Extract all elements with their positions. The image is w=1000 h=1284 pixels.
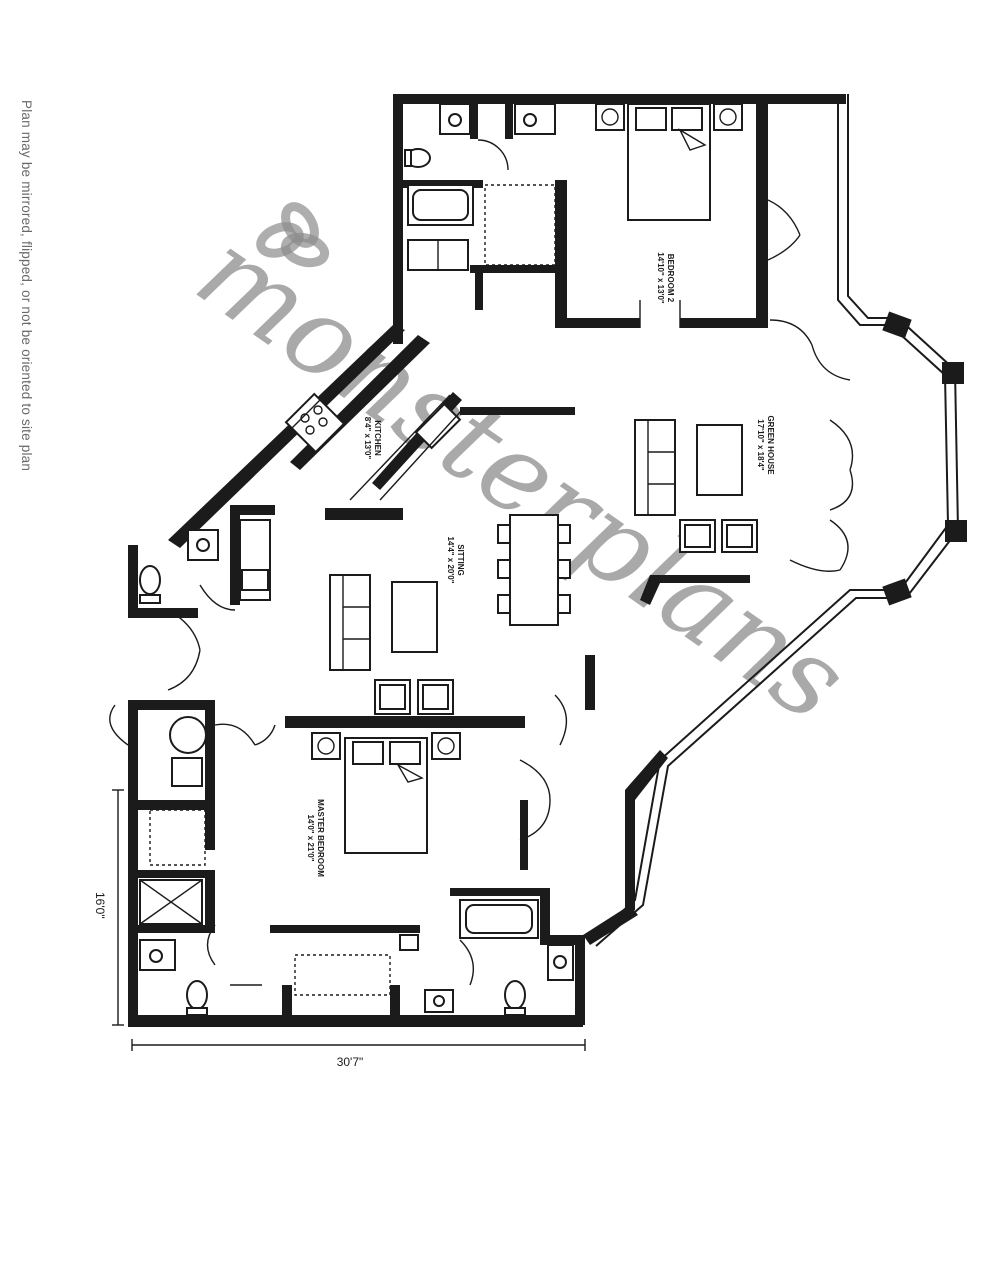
- door-swings: [109, 139, 854, 986]
- width-dimension: 30'7": [337, 1055, 364, 1069]
- dining-table: [509, 514, 559, 626]
- label-sitting: SITTING 14'4" x 20'0": [446, 537, 465, 584]
- sofa-sitting: [329, 574, 371, 671]
- kitchen-size: 8'4" x 13'0": [363, 417, 372, 460]
- sink: [414, 402, 462, 450]
- toilet-master-b: [504, 980, 526, 1010]
- label-kitchen: KITCHEN 8'4" x 13'0": [363, 417, 382, 460]
- room-labels: BEDROOM 2 14'10" x 13'0" GREEN HOUSE 17'…: [306, 252, 775, 877]
- furniture: [311, 103, 758, 854]
- toilet-powder: [139, 565, 161, 595]
- green-house-name: GREEN HOUSE: [766, 415, 775, 475]
- master-bedroom-name: MASTER BEDROOM: [316, 799, 325, 877]
- sitting-size: 14'4" x 20'0": [446, 537, 455, 584]
- bedroom2-name: BEDROOM 2: [666, 254, 675, 303]
- sofa-greenhouse: [634, 419, 676, 516]
- plan-orientation-note: Plan may be mirrored, flipped, or not be…: [19, 100, 34, 471]
- dimensions: 16'0" 30'7": [93, 789, 586, 1069]
- depth-dimension: 16'0": [93, 892, 107, 919]
- green-house-size: 17'10" x 18'4": [756, 419, 765, 471]
- coffee-table-sitting: [391, 581, 438, 653]
- label-bedroom2: BEDROOM 2 14'10" x 13'0": [656, 252, 675, 304]
- watermark-logo-icon: [256, 202, 330, 268]
- master-bedroom-size: 14'0" x 21'0": [306, 815, 315, 862]
- greenhouse-glazing: [589, 94, 967, 947]
- sitting-name: SITTING: [456, 544, 465, 576]
- kitchen-name: KITCHEN: [373, 420, 382, 456]
- fixtures: [139, 103, 574, 1016]
- bedroom2-size: 14'10" x 13'0": [656, 252, 665, 304]
- label-green-house: GREEN HOUSE 17'10" x 18'4": [756, 415, 775, 475]
- coffee-table-greenhouse: [696, 424, 743, 496]
- toilet-master-a: [186, 980, 208, 1010]
- label-master-bedroom: MASTER BEDROOM 14'0" x 21'0": [306, 799, 325, 877]
- range: [284, 392, 346, 454]
